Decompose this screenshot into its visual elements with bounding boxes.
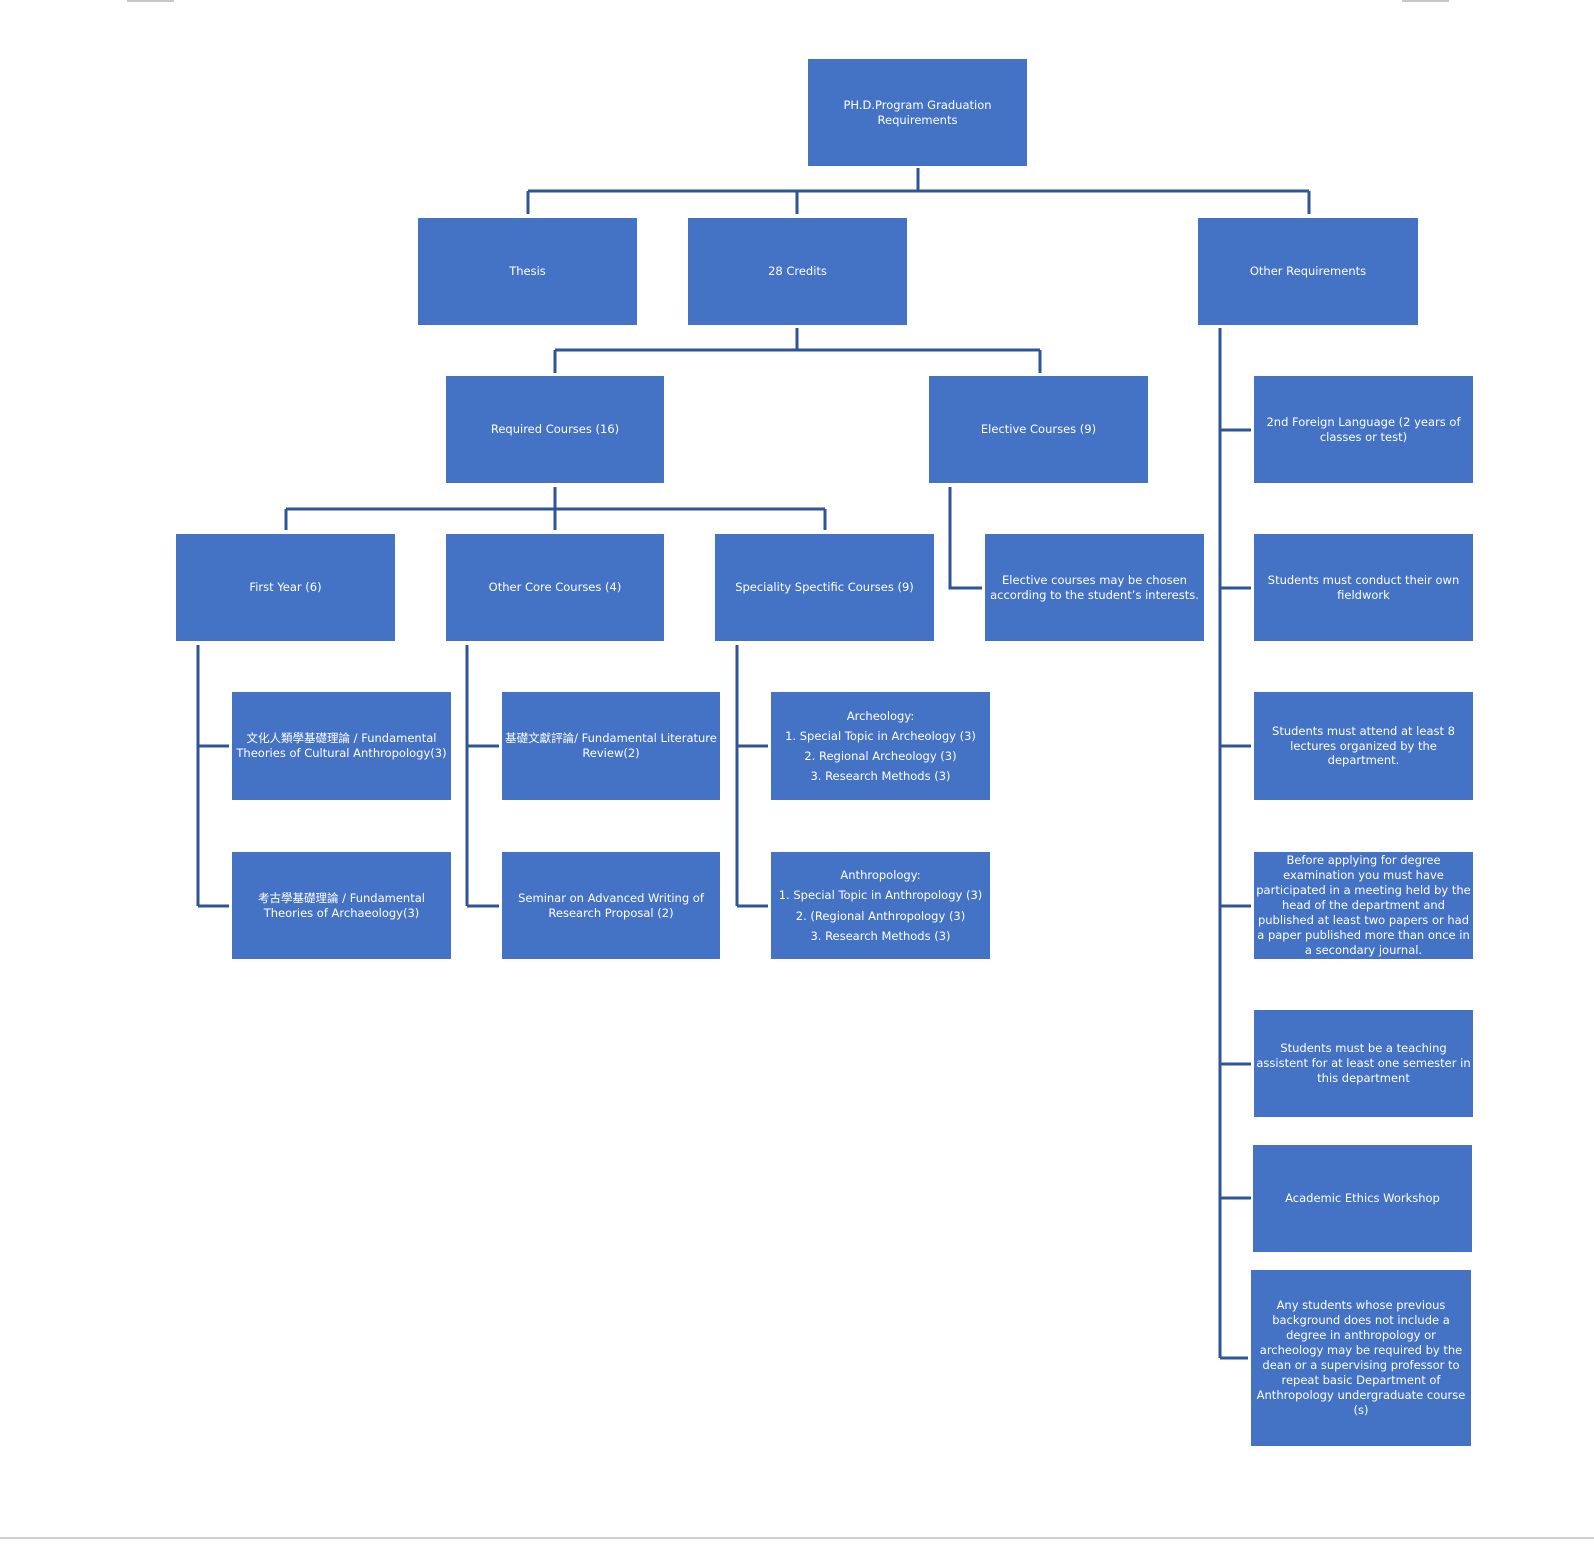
thesis-node: Thesis — [418, 218, 637, 325]
first-year-label: First Year (6) — [249, 580, 322, 595]
degree-exam-requirement-label: Before applying for degree examination y… — [1256, 853, 1471, 957]
other-core-courses-node: Other Core Courses (4) — [446, 534, 664, 641]
elective-note-node: Elective courses may be chosen according… — [985, 534, 1204, 641]
page-corner-mark-right — [1402, 0, 1449, 2]
cultural-anthropology-course-label: 文化人類學基礎理論 / Fundamental Theories of Cult… — [236, 731, 447, 760]
background-requirement-node: Any students whose previous background d… — [1251, 1270, 1471, 1446]
first-year-node: First Year (6) — [176, 534, 395, 641]
connector-required-children — [284, 487, 827, 530]
anthropology-track-label: Anthropology: 1. Special Topic in Anthro… — [778, 868, 983, 943]
other-requirements-node: Other Requirements — [1198, 218, 1418, 325]
elective-note-label: Elective courses may be chosen according… — [990, 572, 1199, 602]
connector-other-core-children — [465, 645, 499, 908]
speciality-courses-node: Speciality Spectific Courses (9) — [715, 534, 934, 641]
credits-label: 28 Credits — [768, 264, 827, 279]
required-courses-label: Required Courses (16) — [490, 422, 620, 437]
speciality-courses-label: Speciality Spectific Courses (9) — [735, 580, 914, 595]
fieldwork-requirement-node: Students must conduct their own fieldwor… — [1254, 534, 1473, 641]
other-requirements-label: Other Requirements — [1249, 264, 1367, 279]
lectures-requirement-node: Students must attend at least 8 lectures… — [1254, 692, 1473, 800]
elective-courses-label: Elective Courses (9) — [980, 422, 1097, 437]
foreign-language-requirement-node: 2nd Foreign Language (2 years of classes… — [1254, 376, 1473, 483]
connector-credits-children — [553, 328, 1042, 373]
literature-review-course-node: 基礎文獻評論/ Fundamental Literature Review(2) — [502, 692, 720, 800]
root-node: PH.D.Program Graduation Requirements — [808, 59, 1027, 166]
teaching-assistant-requirement-label: Students must be a teaching assistent fo… — [1256, 1041, 1471, 1085]
ethics-workshop-requirement-label: Academic Ethics Workshop — [1285, 1191, 1440, 1206]
seminar-course-label: Seminar on Advanced Writing of Research … — [518, 890, 704, 920]
connector-elective-note — [948, 487, 982, 590]
other-core-courses-label: Other Core Courses (4) — [488, 580, 622, 595]
foreign-language-requirement-label: 2nd Foreign Language (2 years of classes… — [1266, 414, 1461, 444]
connector-root-children — [526, 168, 1311, 214]
archaeology-course-label: 考古學基礎理論 / Fundamental Theories of Archae… — [258, 890, 425, 920]
archeology-track-label: Archeology: 1. Special Topic in Archeolo… — [785, 708, 976, 784]
ethics-workshop-requirement-node: Academic Ethics Workshop — [1253, 1145, 1472, 1252]
seminar-course-node: Seminar on Advanced Writing of Research … — [502, 852, 720, 959]
root-label: PH.D.Program Graduation Requirements — [843, 97, 992, 127]
teaching-assistant-requirement-node: Students must be a teaching assistent fo… — [1254, 1010, 1473, 1117]
archaeology-course-node: 考古學基礎理論 / Fundamental Theories of Archae… — [232, 852, 451, 959]
archeology-track-node: Archeology: 1. Special Topic in Archeolo… — [771, 692, 990, 800]
connector-speciality-children — [735, 645, 768, 908]
connector-first-year-children — [196, 645, 229, 908]
page-bottom-border — [0, 1537, 1594, 1539]
lectures-requirement-label: Students must attend at least 8 lectures… — [1272, 723, 1455, 768]
fieldwork-requirement-label: Students must conduct their own fieldwor… — [1267, 572, 1460, 602]
credits-node: 28 Credits — [688, 218, 907, 325]
page-corner-mark-left — [127, 0, 174, 2]
cultural-anthropology-course-node: 文化人類學基礎理論 / Fundamental Theories of Cult… — [232, 692, 451, 800]
literature-review-course-label: 基礎文獻評論/ Fundamental Literature Review(2) — [505, 731, 717, 760]
connector-other-requirements-children — [1218, 328, 1251, 1360]
anthropology-track-node: Anthropology: 1. Special Topic in Anthro… — [771, 852, 990, 959]
elective-courses-node: Elective Courses (9) — [929, 376, 1148, 483]
background-requirement-label: Any students whose previous background d… — [1256, 1298, 1466, 1417]
required-courses-node: Required Courses (16) — [446, 376, 664, 483]
thesis-label: Thesis — [509, 264, 546, 279]
degree-exam-requirement-node: Before applying for degree examination y… — [1254, 852, 1473, 959]
